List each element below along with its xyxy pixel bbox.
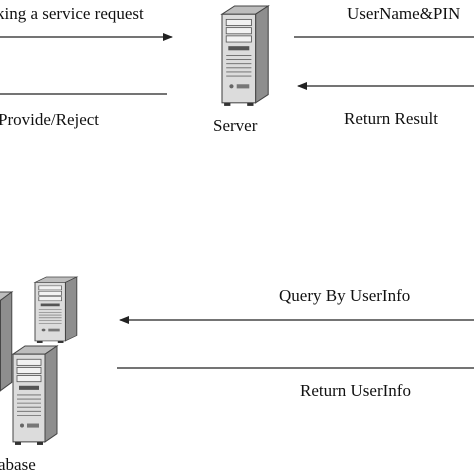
query-label: Query By UserInfo xyxy=(279,286,410,305)
database-server-front-icon xyxy=(12,345,58,446)
return-userinfo-label: Return UserInfo xyxy=(300,381,411,400)
credentials-label: UserName&PIN xyxy=(347,4,460,23)
server-label: Server xyxy=(213,116,258,135)
database-server-left-icon xyxy=(0,291,13,395)
return-result-label: Return Result xyxy=(344,109,438,128)
server-icon xyxy=(221,5,269,107)
database-server-back-icon xyxy=(34,276,78,344)
database-label: abase xyxy=(0,455,36,474)
provide-reject-label: Provide/Reject xyxy=(0,110,99,129)
request-label: king a service request xyxy=(0,4,144,23)
